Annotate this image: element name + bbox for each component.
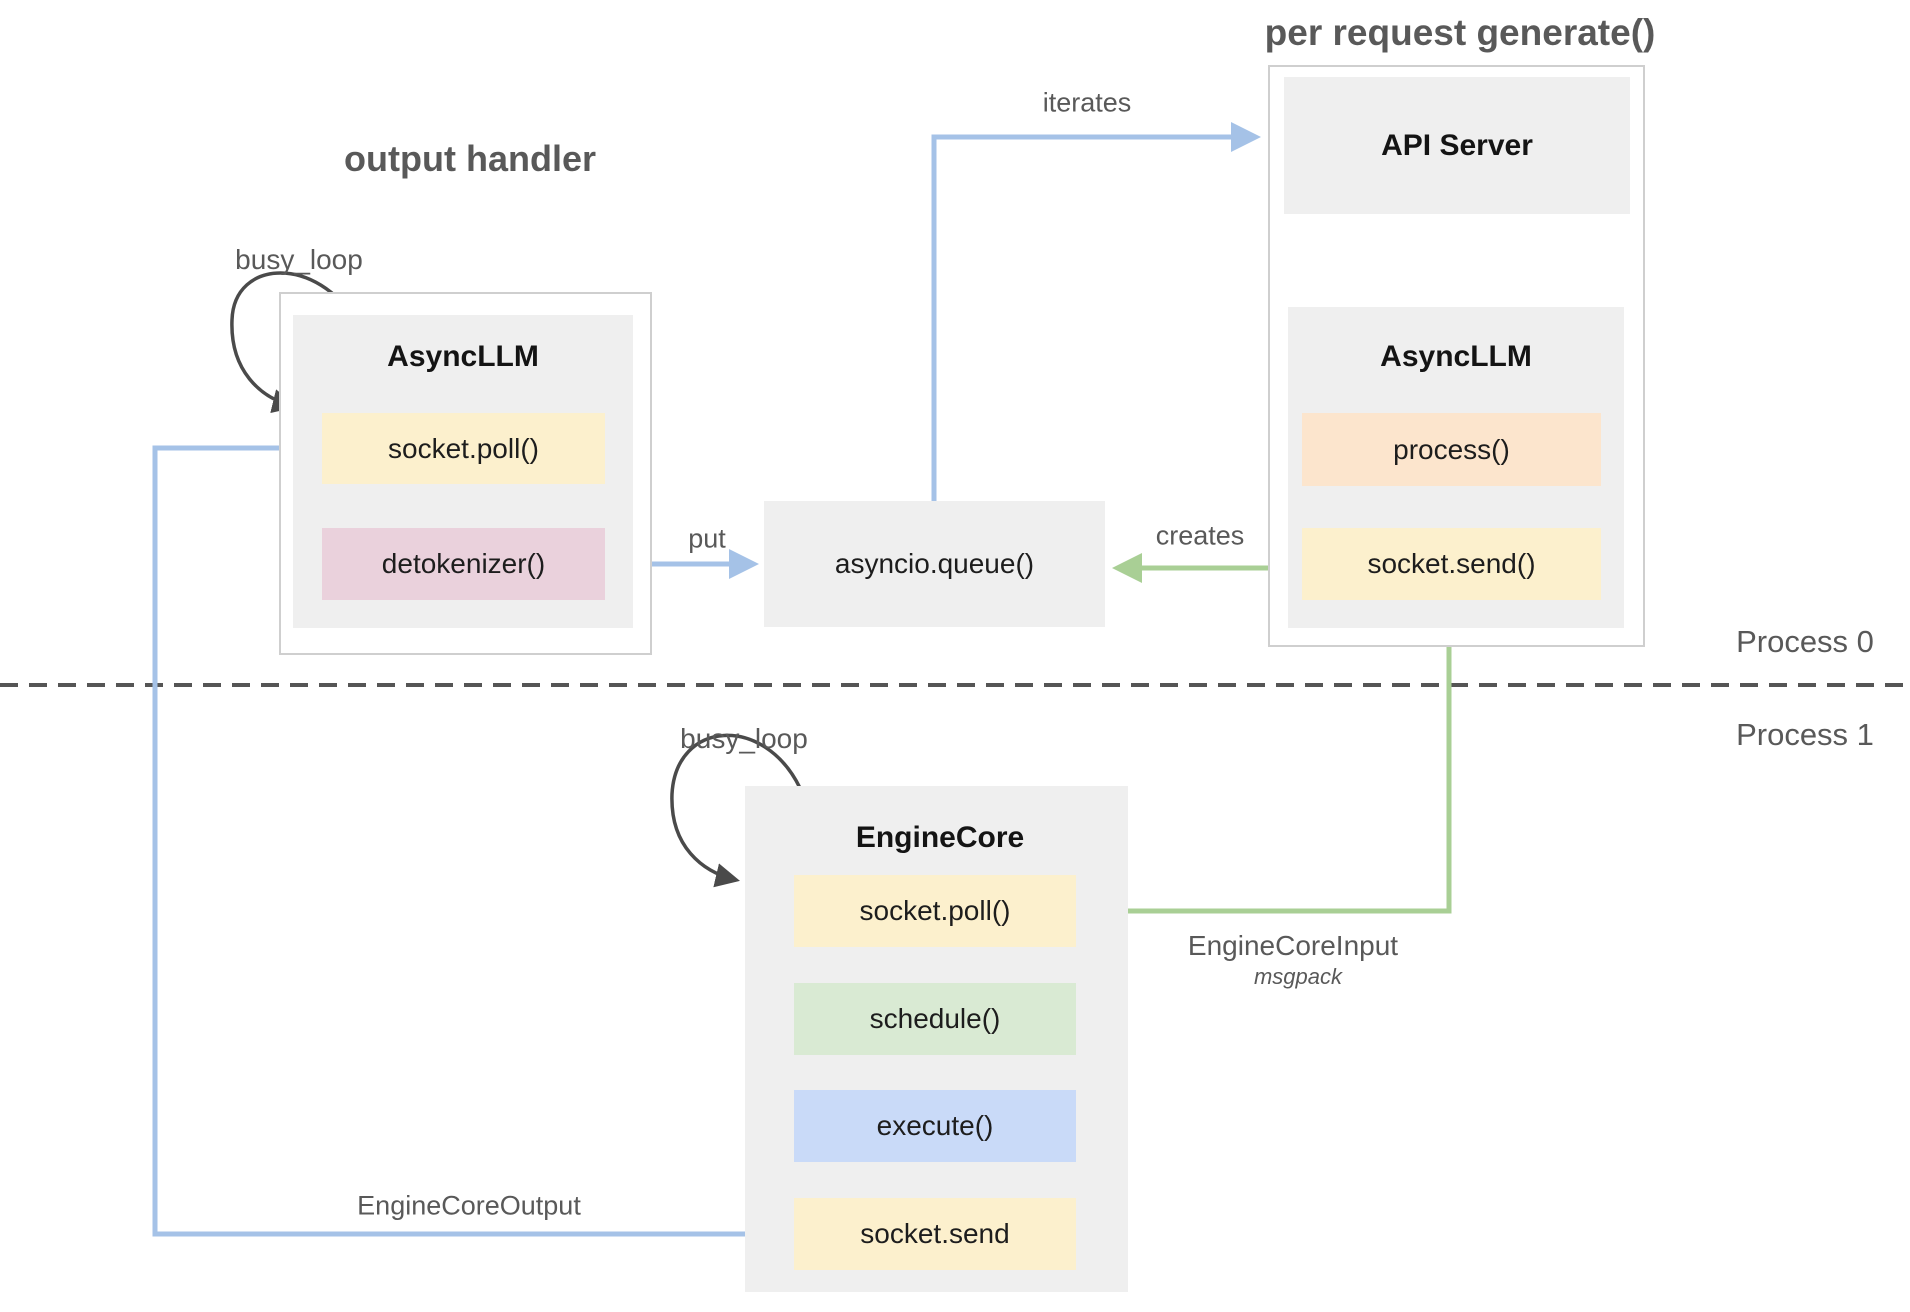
- execute-box: execute(): [794, 1090, 1076, 1162]
- process-0-label: Process 0: [1736, 624, 1874, 659]
- engine-socket-send-box: socket.send: [794, 1198, 1076, 1270]
- right-socket-send-box: socket.send(): [1302, 528, 1601, 600]
- iterates-label: iterates: [1042, 87, 1132, 118]
- engine-core-output-label: EngineCoreOutput: [357, 1190, 581, 1221]
- right-asyncllm-title: AsyncLLM: [1380, 340, 1532, 373]
- detokenizer-box: detokenizer(): [322, 528, 605, 600]
- schedule-box: schedule(): [794, 983, 1076, 1055]
- creates-label: creates: [1155, 520, 1245, 551]
- engine-core-output-arrow: [152, 433, 794, 1237]
- left-socket-poll-box: socket.poll(): [322, 413, 605, 484]
- iterates-arrow: [931, 122, 1261, 501]
- api-server-node: API Server: [1284, 77, 1630, 214]
- engine-core-title: EngineCore: [855, 821, 1025, 854]
- engine-socket-poll-box: socket.poll(): [794, 875, 1076, 947]
- busy-loop-engine-arc: [670, 733, 802, 888]
- engine-core-input-label: EngineCoreInput: [1187, 930, 1399, 961]
- busy-loop-left-arc: [230, 271, 358, 414]
- put-label: put: [688, 523, 726, 554]
- busy-loop-engine-label: busy_loop: [680, 723, 808, 754]
- msgpack-label: msgpack: [1253, 964, 1343, 989]
- left-asyncllm-title: AsyncLLM: [387, 340, 539, 373]
- output-handler-title: output handler: [344, 138, 596, 179]
- asyncio-queue-box: asyncio.queue(): [764, 501, 1105, 627]
- process-box: process(): [1302, 413, 1601, 486]
- engine-core-input-arrow: [1087, 600, 1452, 926]
- process-1-label: Process 1: [1736, 717, 1874, 752]
- busy-loop-left-label: busy_loop: [235, 244, 363, 275]
- per-request-generate-title: per request generate(): [1264, 12, 1656, 53]
